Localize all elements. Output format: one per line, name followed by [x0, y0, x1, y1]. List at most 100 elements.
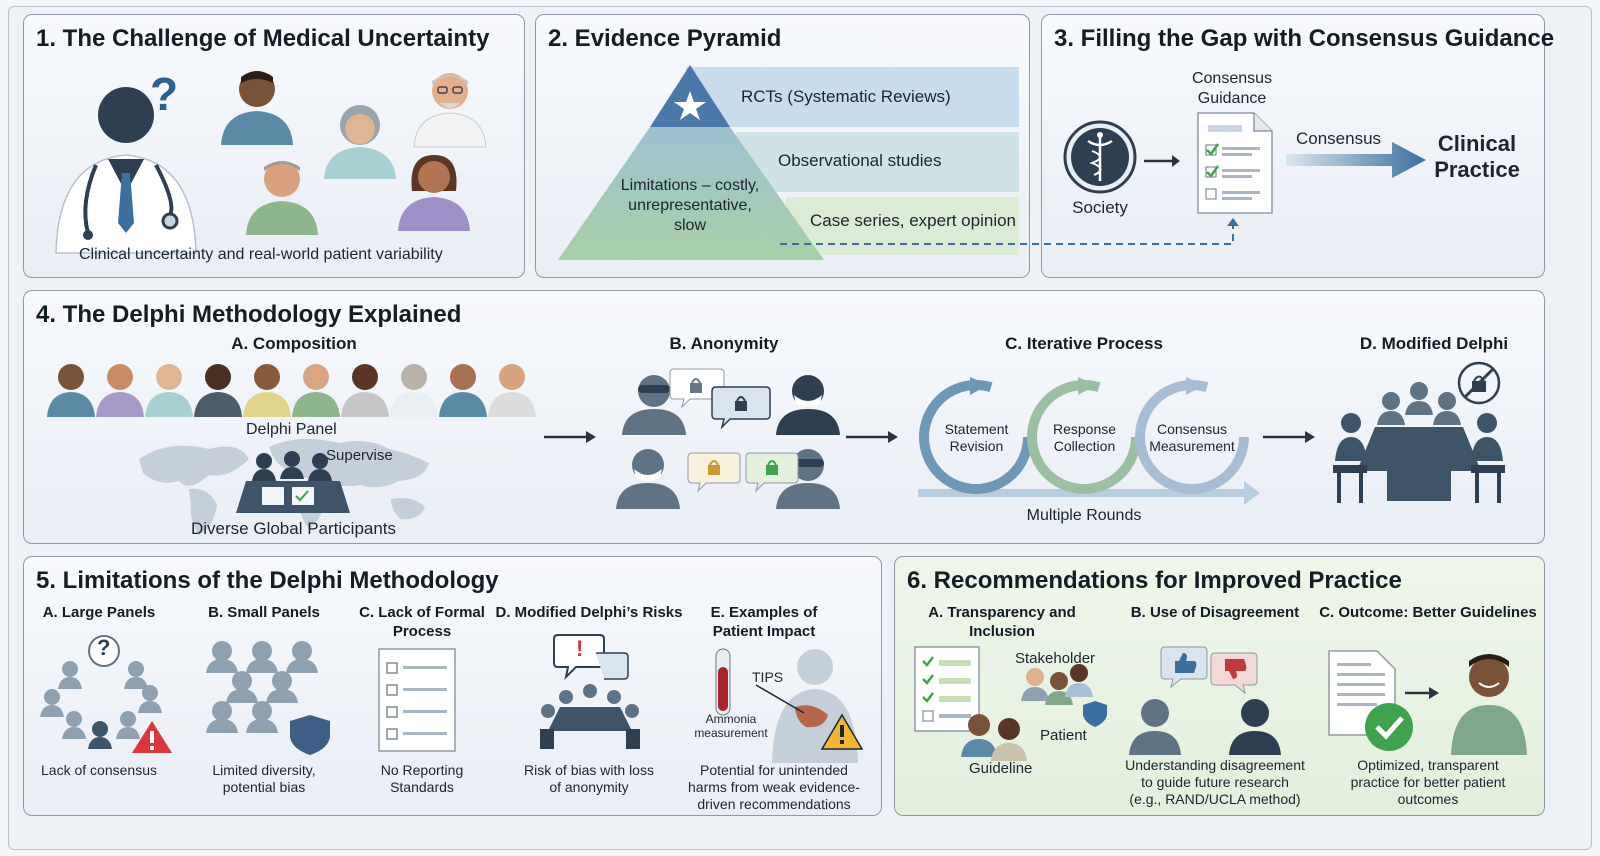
subheading-anonymity: B. Anonymity: [669, 334, 779, 353]
panelist-avatar: [292, 364, 340, 417]
panel-evidence-pyramid: 2. Evidence Pyramid RCTs (Systematic Rev…: [535, 14, 1030, 278]
large-panel-question: ?: [97, 635, 111, 660]
iterative-cycle-icon: [918, 377, 1260, 505]
panelist-avatar: [47, 364, 95, 417]
anonymous-participants-icon: [616, 368, 840, 509]
limitation-title-a: A. Large Panels: [42, 604, 156, 621]
panel-consensus-guidance: 3. Filling the Gap with Consensus Guidan…: [1041, 14, 1554, 278]
limitation-title-d: D. Modified Delphi’s Risks: [495, 604, 683, 621]
lock-bubble-icon: [745, 452, 799, 493]
checklist-icon: [378, 648, 456, 752]
global-participants-label: Diverse Global Participants: [191, 519, 397, 538]
world-map-icon: [139, 438, 429, 535]
panel-delphi-limitations: 5. Limitations of the Delphi Methodology…: [23, 556, 882, 816]
shield-icon: [290, 715, 330, 755]
recommendation-title-b: B. Use of Disagreement: [1130, 604, 1300, 621]
biased-meeting-icon: [540, 634, 640, 749]
limitation-caption-b: Limited diversity,potential bias: [212, 762, 316, 795]
tier-case-series: Case series, expert opinion: [810, 211, 1017, 230]
subheading-composition: A. Composition: [231, 334, 357, 353]
caduceus-icon: [1063, 120, 1137, 194]
small-panel-icon: [206, 641, 330, 755]
panel-title: 2. Evidence Pyramid: [548, 25, 782, 52]
large-panel-icon: [40, 635, 172, 753]
arrow-icon: [846, 431, 898, 443]
lock-bubble-icon: [669, 368, 725, 409]
clinical-practice-2: Practice: [1434, 157, 1520, 182]
panel-title: 4. The Delphi Methodology Explained: [36, 301, 462, 328]
arrow-icon: [1144, 155, 1180, 167]
exclaim-mark: !: [576, 636, 584, 661]
panelist-avatar: [439, 364, 487, 417]
document-checklist-icon: [1197, 112, 1273, 214]
patient-label: Patient: [1040, 727, 1087, 744]
delphi-panel-label: Delphi Panel: [246, 421, 337, 438]
patient-icon: [324, 105, 396, 179]
patient-impact-icon: [715, 648, 864, 763]
patient-icon: [246, 161, 318, 235]
panel-title: 5. Limitations of the Delphi Methodology: [36, 567, 499, 594]
panel-medical-uncertainty: 1. The Challenge of Medical Uncertainty …: [23, 14, 525, 278]
panel-title: 1. The Challenge of Medical Uncertainty: [36, 25, 490, 52]
dashed-connector: [780, 218, 1239, 245]
delphi-panelists: [47, 364, 536, 417]
question-mark: ?: [150, 68, 179, 120]
inclusion-icon: [914, 646, 1107, 761]
star-icon: [674, 91, 706, 120]
panel-delphi-methodology: 4. The Delphi Methodology Explained A. C…: [23, 290, 1545, 544]
supervision-table-icon: [236, 451, 350, 513]
subheading-iterative: C. Iterative Process: [1005, 334, 1163, 353]
doc-label-2: Guidance: [1197, 90, 1267, 107]
evidence-pyramid: [558, 65, 824, 260]
recommendation-title-c: C. Outcome: Better Guidelines: [1319, 604, 1537, 621]
disagreement-icon: [1129, 646, 1281, 755]
supervise-label: Supervise: [326, 447, 393, 464]
panel-title: 6. Recommendations for Improved Practice: [907, 567, 1402, 594]
limitation-caption-a: Lack of consensus: [41, 762, 157, 778]
subheading-modified-delphi: D. Modified Delphi: [1359, 334, 1509, 353]
shield-icon: [1083, 701, 1107, 727]
lock-bubble-icon: [687, 452, 741, 493]
panel-recommendations: 6. Recommendations for Improved Practice…: [894, 556, 1545, 816]
panelist-avatar: [488, 364, 536, 417]
panelist-avatar: [145, 364, 193, 417]
stakeholder-label: Stakeholder: [1015, 650, 1096, 667]
limitation-title-b: B. Small Panels: [208, 604, 320, 621]
panel-title: 3. Filling the Gap with Consensus Guidan…: [1054, 25, 1555, 52]
panelist-avatar: [341, 364, 389, 417]
thumbs-down-icon: [1225, 659, 1247, 679]
arrow-icon: [544, 431, 596, 443]
panelist-avatar: [390, 364, 438, 417]
patient-icon: [398, 155, 470, 231]
limitations-line-2: unrepresentative,: [628, 197, 752, 214]
arrow-icon: [1263, 431, 1315, 443]
multiple-rounds-label: Multiple Rounds: [1026, 507, 1142, 524]
panelist-avatar: [194, 364, 242, 417]
tips-label: TIPS: [752, 669, 784, 685]
limitations-line-1: Limitations – costly,: [620, 177, 760, 194]
panelist-avatar: [96, 364, 144, 417]
limitations-line-3: slow: [673, 217, 706, 234]
panelist-avatar: [243, 364, 291, 417]
better-guidelines-icon: [1328, 650, 1527, 755]
lock-bubble-icon: [711, 386, 771, 430]
clinical-practice-1: Clinical: [1437, 131, 1517, 156]
patient-icon: [413, 73, 487, 148]
consensus-arrow-label: Consensus: [1296, 129, 1382, 148]
society-label: Society: [1072, 198, 1128, 217]
consensus-arrow: [1286, 142, 1426, 178]
panel-caption: Clinical uncertainty and real-world pati…: [79, 246, 443, 263]
patient-icon: [221, 71, 293, 145]
check-icon: [1365, 703, 1413, 751]
